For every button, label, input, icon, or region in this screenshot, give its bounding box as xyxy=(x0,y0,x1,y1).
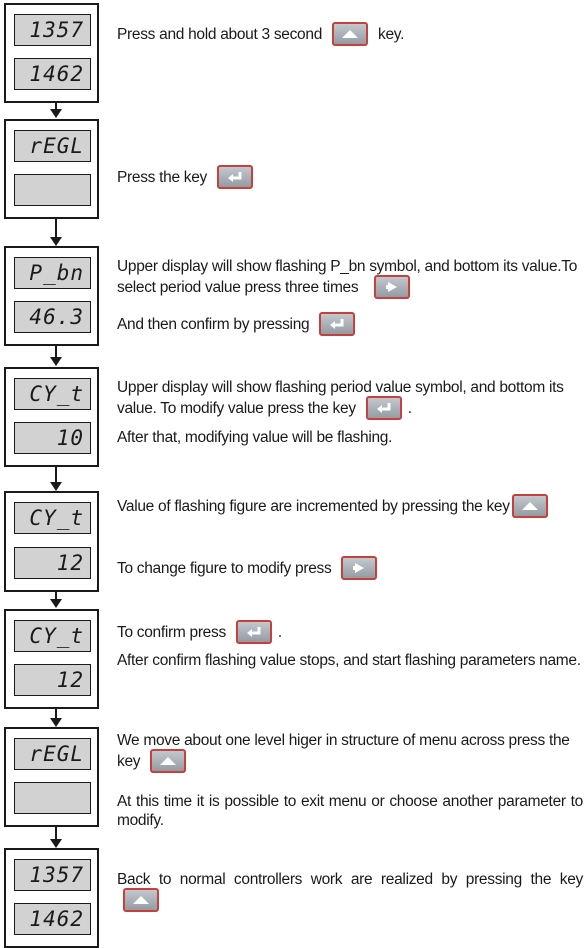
up-arrow-key-icon xyxy=(123,888,159,912)
flow-connector xyxy=(55,219,57,239)
right-arrow-key-icon xyxy=(374,275,411,299)
flow-arrow-icon xyxy=(50,237,62,246)
controller-unit-5: CY_t 12 xyxy=(4,491,99,592)
controller-unit-4: CY_t 10 xyxy=(4,367,99,467)
step-2-text: Press the key xyxy=(117,165,583,190)
enter-key-icon xyxy=(319,312,356,336)
controller-unit-2: rEGL xyxy=(4,119,99,219)
flow-connector xyxy=(55,467,57,484)
flow-arrow-icon xyxy=(50,109,62,118)
step-4-text-2: After that, modifying value will be flas… xyxy=(117,429,393,446)
flow-arrow-icon xyxy=(50,357,62,366)
lower-display xyxy=(14,782,91,814)
upper-display: CY_t xyxy=(14,620,91,652)
controller-unit-1: 1357 1462 xyxy=(4,3,99,103)
step-5-text-1: Value of flashing figure are incremented… xyxy=(117,494,583,519)
step-6-text-1: To confirm press . xyxy=(117,620,583,645)
controller-unit-7: rEGL xyxy=(4,727,99,827)
lower-display: 1462 xyxy=(14,903,91,935)
step-6-text-2: After confirm flashing value stops, and … xyxy=(117,652,581,669)
controller-unit-3: P_bn 46.3 xyxy=(4,246,99,346)
flow-connector xyxy=(55,827,57,842)
upper-display: rEGL xyxy=(14,738,91,770)
step-4-text-1: Upper display will show flashing period … xyxy=(117,378,583,421)
flow-connector xyxy=(55,103,57,111)
flow-connector xyxy=(55,709,57,721)
flow-arrow-icon xyxy=(50,482,62,491)
enter-key-icon xyxy=(365,396,402,420)
step-3-text-2: And then confirm by pressing xyxy=(117,312,583,337)
upper-display: CY_t xyxy=(14,378,91,410)
step-7-text-2: At this time it is possible to exit menu… xyxy=(117,793,583,829)
step-5-text-2: To change figure to modify press xyxy=(117,556,583,581)
up-arrow-key-icon xyxy=(511,494,548,518)
upper-display: 1357 xyxy=(14,859,91,891)
flow-arrow-icon xyxy=(50,718,62,727)
step-7-text-1: We move about one level higer in structu… xyxy=(117,731,583,774)
upper-display: 1357 xyxy=(14,14,91,46)
flow-arrow-icon xyxy=(50,839,62,848)
up-arrow-key-icon xyxy=(332,22,369,46)
upper-display: P_bn xyxy=(14,257,91,289)
upper-display: rEGL xyxy=(14,130,91,162)
flow-connector xyxy=(55,346,57,360)
lower-display: 12 xyxy=(14,547,91,579)
upper-display: CY_t xyxy=(14,502,91,534)
step-1-text: Press and hold about 3 second key. xyxy=(117,22,583,47)
lower-display xyxy=(14,174,91,206)
flow-arrow-icon xyxy=(50,599,62,608)
lower-display: 1462 xyxy=(14,58,91,90)
up-arrow-key-icon xyxy=(150,749,187,773)
lower-display: 10 xyxy=(14,422,91,454)
lower-display: 46.3 xyxy=(14,301,91,333)
controller-unit-8: 1357 1462 xyxy=(4,848,99,948)
controller-unit-6: CY_t 12 xyxy=(4,609,99,709)
step-3-text-1: Upper display will show flashing P_bn sy… xyxy=(117,257,583,300)
step-8-text: Back to normal controllers work are real… xyxy=(117,870,583,913)
lower-display: 12 xyxy=(14,664,91,696)
enter-key-icon xyxy=(235,620,272,644)
enter-key-icon xyxy=(217,165,254,189)
flow-connector xyxy=(55,592,57,602)
right-arrow-key-icon xyxy=(341,556,378,580)
